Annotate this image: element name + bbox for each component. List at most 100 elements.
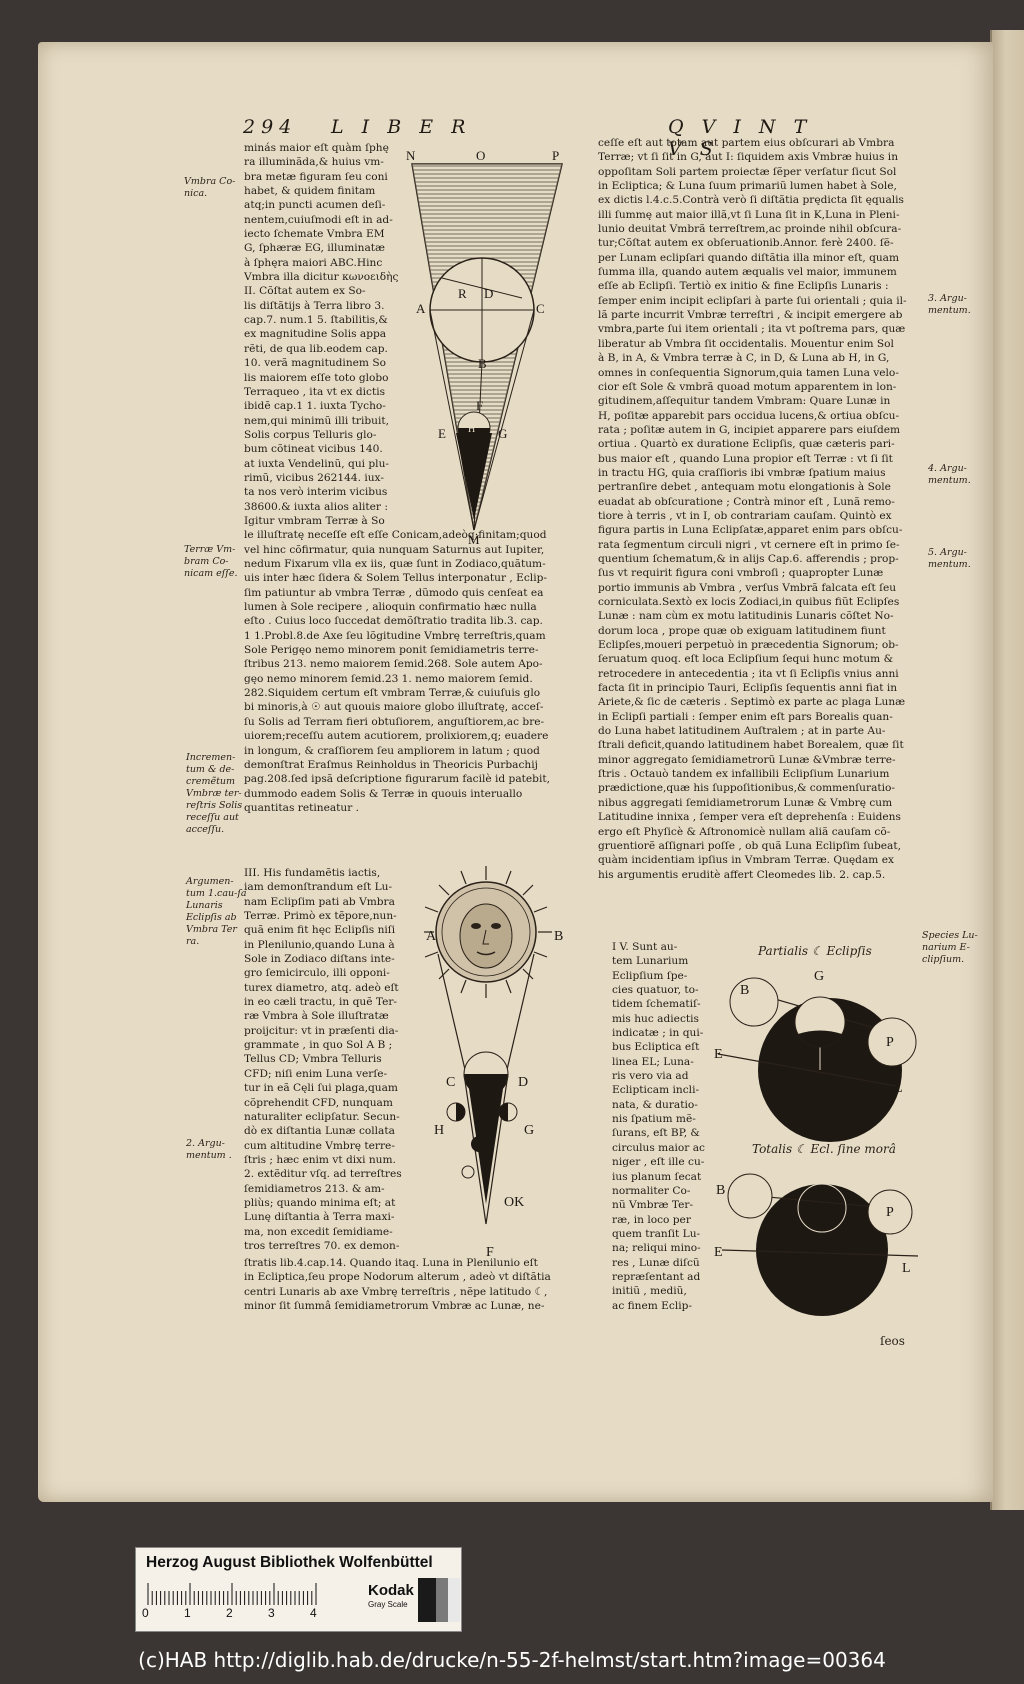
text-line: pertranſire debet , antequam motu elonga… — [598, 481, 891, 494]
text-line: 282.Siquidem certum eſt vmbram Terræ,& c… — [244, 687, 541, 700]
text-line: in eo cæli tractu, in quẽ Ter- — [244, 996, 397, 1009]
ruler-tick-2: 2 — [226, 1606, 233, 1620]
partial-label-e: E — [714, 1047, 723, 1062]
text-line: quã enim fit hęc Eclipſis niſi — [244, 924, 396, 937]
text-line: retrocedere in antecedentia ; ita vt ſi … — [598, 667, 899, 680]
right-column-top-text: ceſſe eſt aut totam aut partem eius obſc… — [598, 136, 928, 882]
text-line: rimũ, vicibus 262144. iux- — [244, 471, 384, 484]
text-line: figura partis in Luna Eclipſatæ,apparet … — [598, 524, 903, 537]
text-line: na; reliqui mino- — [612, 1242, 701, 1255]
total-eclipse-diagram: B P E L — [712, 1172, 932, 1322]
swatch-black — [418, 1578, 436, 1622]
text-line: lã parte incurrit Vmbræ terreſtri , & in… — [598, 309, 903, 322]
text-line: quantitas retineatur . — [244, 801, 360, 814]
text-line: omnes in conſequentia Signorum,quia tame… — [598, 366, 899, 379]
cone-label-c: C — [536, 301, 545, 316]
partial-label-g: G — [814, 969, 824, 984]
text-line: lis maiorem eſſe toto globo — [244, 371, 389, 384]
sun-label-b: B — [554, 929, 563, 944]
margin-note-argumentum-1: Argumen-tum 1.cau-ſa Lunaris Eclipſis ab… — [186, 876, 247, 947]
running-header: 294 L I B E R Q V I N T V S — [243, 116, 843, 160]
partial-label-b: B — [740, 983, 749, 998]
text-line: nem,qui minimũ illi tribuit, — [244, 414, 389, 427]
text-line: demonſtrat Eraſmus Reinholdus in Theoric… — [244, 758, 538, 771]
text-line: gęo nemo minorem ſemid.23 1. nemo maiore… — [244, 672, 533, 685]
text-line: ris vero via ad — [612, 1070, 689, 1083]
text-line: Eclipſium ſpe- — [612, 969, 688, 982]
text-line: cõprehendit CFD, nunquam — [244, 1096, 393, 1109]
text-line: proijcitur: vt in præſenti dia- — [244, 1024, 399, 1037]
text-line: H, poſitæ apparebit pars occidua lucens,… — [598, 409, 900, 422]
text-line: II. Cõſtat autem ex So- — [244, 285, 366, 298]
text-line: Sole in Zodiaco diſtans inte- — [244, 953, 395, 966]
text-line: vmbra,parte ſui item orientali ; ita vt … — [598, 323, 906, 336]
text-line: tur in eã Cęli ſui plaga,quam — [244, 1082, 398, 1095]
cone-label-d: D — [484, 286, 493, 301]
swatch-gray — [436, 1578, 448, 1622]
ruler-tick-1: 1 — [184, 1606, 191, 1620]
cone-label-f: F — [476, 398, 483, 413]
text-line: gruentiorẽ aſſignari poſſe , ob quã Luna… — [598, 839, 902, 852]
text-line: lis diſtãtijs à Terra libro 3. — [244, 299, 385, 312]
gray-scale-label: Gray Scale — [368, 1600, 408, 1609]
text-line: ſtratis lib.4.cap.14. Quando itaq. Luna … — [244, 1257, 538, 1269]
text-line: illi ſummę aut maior illã,vt ſi Luna ſit… — [598, 208, 900, 221]
text-line: tidem ſchematiſ- — [612, 998, 701, 1011]
text-line: Ariete,& ſic de cæteris . Septimò ex par… — [598, 696, 906, 709]
catchword: ſeos — [880, 1334, 905, 1348]
text-line: Lunæ : nam cùm ex motu latitudinis Lunar… — [598, 610, 894, 623]
text-line: in Ecliptica,ſeu prope Nodorum alterum ,… — [244, 1271, 551, 1284]
text-line: ceſſe eſt aut totam aut partem eius obſc… — [598, 137, 895, 149]
conical-shadow-diagram: N O P A R D C B F E H G M — [402, 148, 582, 548]
text-line: naturaliter eclipſatur. Secun- — [244, 1110, 400, 1123]
text-line: tem Lunarium — [612, 955, 689, 968]
text-line: nentem,cuiuſmodi eſt in ad- — [244, 213, 393, 226]
text-line: nedum Fixarum vlla ex iis, quæ ſunt in Z… — [244, 558, 546, 571]
text-line: Lunę diſtantia à Terra maxi- — [244, 1211, 395, 1224]
text-line: ſurans, eſt BP, & — [612, 1127, 700, 1140]
cone-label-h: H — [468, 424, 475, 435]
text-line: in Ecliptica; & Luna ſuum primariũ lumen… — [598, 180, 897, 193]
ruler-tick-3: 3 — [268, 1606, 275, 1620]
cone-label-m: M — [468, 532, 480, 547]
text-line: Solis corpus Telluris glo- — [244, 428, 377, 441]
text-line: uiorem;receſſu autem acutiorem, prolixio… — [244, 730, 549, 743]
kodak-brand: Kodak — [368, 1582, 414, 1599]
text-line: repræſentant ad — [612, 1270, 701, 1283]
text-line: quem tranſit Lu- — [612, 1227, 701, 1240]
text-line: bus Ecliptica eſt — [612, 1041, 700, 1054]
text-line: le illuſtratę neceſſe eſt eſſe Conicam,a… — [244, 529, 547, 542]
text-line: ſtris ; hæc enim vt dixi num. — [244, 1153, 396, 1166]
text-line: atq;in puncti acumen deſi- — [244, 199, 386, 212]
sun-label-i: I — [484, 1157, 488, 1169]
text-line: lunio deuitat Vmbrã terreſtrem,ac proind… — [598, 223, 902, 236]
image-credit: (c)HAB http://diglib.hab.de/drucke/n-55-… — [138, 1648, 886, 1672]
text-line: habet, & quidem finitam — [244, 185, 376, 198]
total-label-e: E — [714, 1245, 723, 1260]
sun-label-d: D — [518, 1075, 528, 1090]
text-line: quàm incidentiam ipſius in Vmbram Terræ.… — [598, 854, 894, 867]
margin-note-argumentum-2: 2. Argu-mentum . — [186, 1138, 232, 1161]
text-line: corniculata.Sextò ex locis Zodiaci,in qu… — [598, 596, 900, 608]
text-line: Terræ. Primò ex tẽpore,nun- — [244, 910, 397, 923]
cone-label-o: O — [476, 148, 485, 163]
text-line: Igitur vmbram Terræ à So — [244, 515, 385, 527]
text-line: ergo eſt Phyſicè & Aſtronomicè nullam al… — [598, 825, 891, 838]
adjacent-page-edge — [990, 30, 1024, 1510]
swatch-white — [448, 1578, 460, 1622]
text-line: minás maior eſt quàm ſphę — [244, 142, 389, 154]
text-line: 1 1.Probl.8.de Axe ſeu lõgitudine Vmbrę … — [244, 629, 546, 642]
text-line: prædictione,quæ his ſuppoſitionibus,& co… — [598, 782, 895, 795]
margin-note-argumentum-3: 3. Argu-mentum. — [928, 293, 971, 316]
text-line: nibus aggregati ſemidiametrorum Lunæ & V… — [598, 796, 893, 809]
sun-label-ok: OK — [504, 1195, 524, 1210]
text-line: ius planum ſecat — [612, 1170, 702, 1183]
text-line: cies quatuor, to- — [612, 984, 699, 997]
text-line: 2. extẽditur vſq. ad terreſtres — [244, 1168, 402, 1181]
text-line: 38600.& iuxta alios aliter : — [244, 500, 388, 513]
sun-label-h: H — [434, 1123, 444, 1138]
ruler-scale — [146, 1581, 356, 1605]
margin-note-argumentum-5: 5. Argu-mentum. — [928, 547, 971, 570]
